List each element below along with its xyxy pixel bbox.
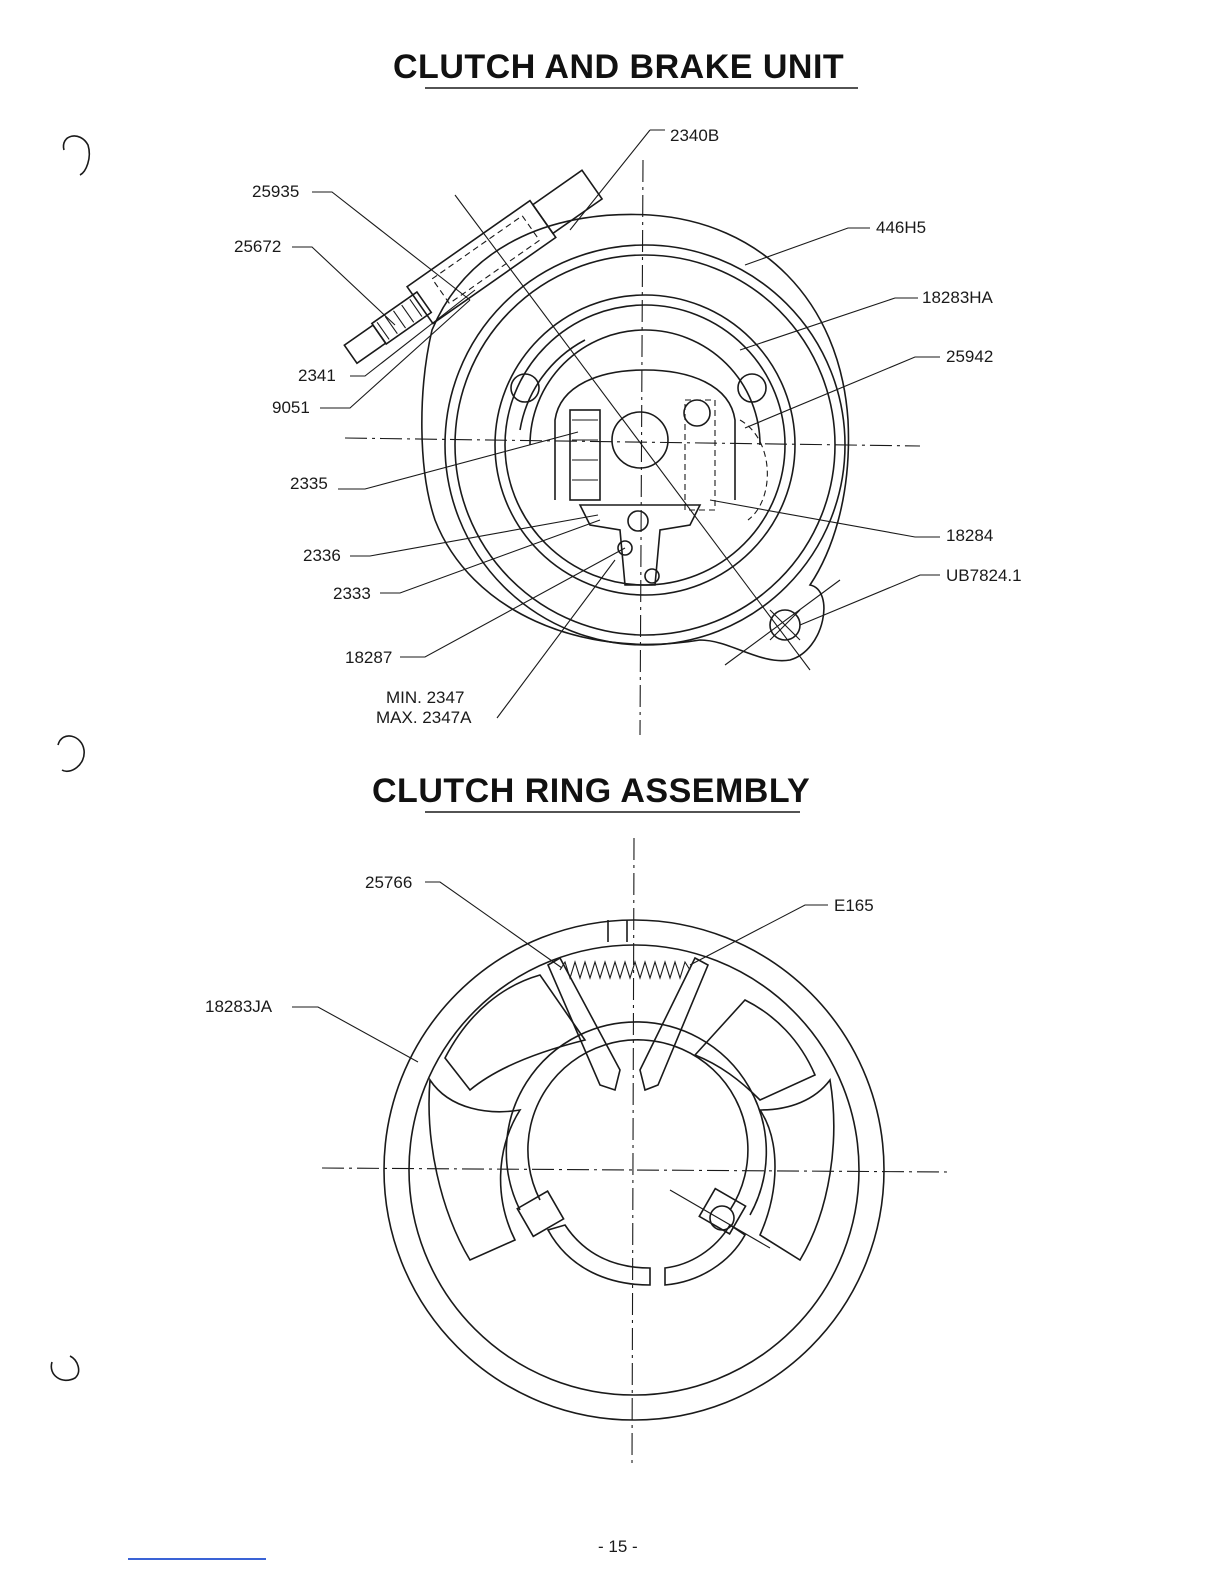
callout-min-2347: MIN. 2347 — [386, 688, 464, 708]
callout-e165: E165 — [834, 896, 874, 916]
page-number: - 15 - — [598, 1537, 638, 1557]
punch-hole-mark-1 — [63, 136, 89, 175]
punch-hole-mark-3 — [51, 1356, 78, 1380]
callout-ub7824-1: UB7824.1 — [946, 566, 1022, 586]
punch-hole-mark-2 — [58, 736, 84, 771]
callout-9051: 9051 — [272, 398, 310, 418]
callout-2340b: 2340B — [670, 126, 719, 146]
callout-18283ja: 18283JA — [205, 997, 272, 1017]
callout-446h5: 446H5 — [876, 218, 926, 238]
callout-18283ha: 18283HA — [922, 288, 993, 308]
callout-18287: 18287 — [345, 648, 392, 668]
callout-25766: 25766 — [365, 873, 412, 893]
clutch-ring-assembly-drawing — [292, 838, 948, 1465]
callout-2335: 2335 — [290, 474, 328, 494]
callout-2333: 2333 — [333, 584, 371, 604]
clutch-brake-unit-drawing — [292, 130, 940, 735]
callout-25942: 25942 — [946, 347, 993, 367]
callout-18284: 18284 — [946, 526, 993, 546]
callout-2336: 2336 — [303, 546, 341, 566]
callout-max-2347a: MAX. 2347A — [376, 708, 471, 728]
callout-2341: 2341 — [298, 366, 336, 386]
link-underline — [128, 1558, 266, 1560]
callout-25672: 25672 — [234, 237, 281, 257]
callout-25935: 25935 — [252, 182, 299, 202]
